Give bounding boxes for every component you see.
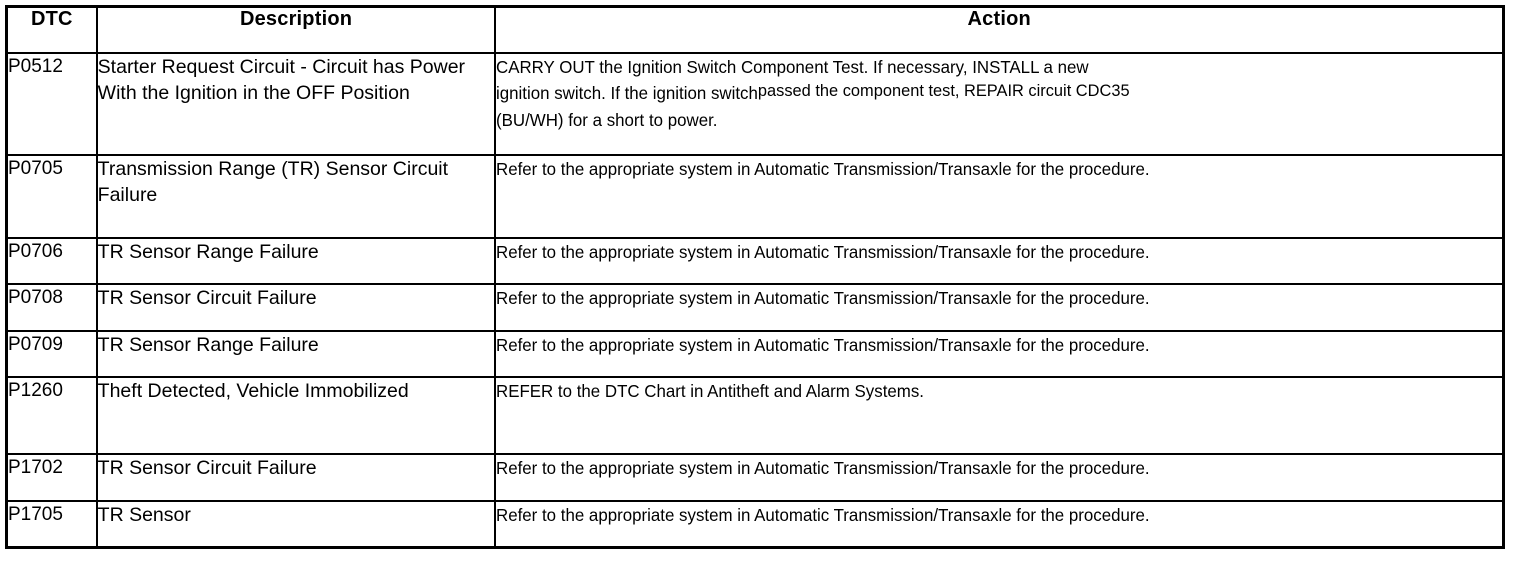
action-line-3: (BU/WH) for a short to power.: [496, 110, 718, 130]
cell-action: Refer to the appropriate system in Autom…: [494, 453, 1505, 502]
table-body: P0512 Starter Request Circuit - Circuit …: [5, 52, 1505, 549]
cell-dtc: P1705: [5, 500, 98, 549]
action-text: Refer to the appropriate system in Autom…: [496, 288, 1151, 308]
column-header-description: Description: [95, 5, 497, 54]
action-text: Refer to the appropriate system in Autom…: [496, 458, 1151, 478]
cell-dtc: P0705: [5, 154, 98, 239]
cell-description: Theft Detected, Vehicle Immobilized: [95, 376, 497, 455]
action-text: CARRY OUT the Ignition Switch Component …: [496, 54, 1466, 133]
action-text: REFER to the DTC Chart in Antitheft and …: [496, 381, 925, 401]
column-header-action: Action: [494, 5, 1505, 54]
dtc-chart-table: DTC Description Action P0512 Starter Req…: [5, 5, 1505, 549]
cell-description: TR Sensor Range Failure: [95, 330, 497, 378]
cell-dtc: P0708: [5, 283, 98, 332]
cell-description: TR Sensor: [95, 500, 497, 549]
action-line-2: ignition switch. If the ignition switchp…: [496, 80, 1466, 107]
cell-action: Refer to the appropriate system in Autom…: [494, 237, 1505, 285]
cell-dtc: P1260: [5, 376, 98, 455]
cell-action: Refer to the appropriate system in Autom…: [494, 283, 1505, 332]
cell-description: TR Sensor Circuit Failure: [95, 453, 497, 502]
cell-dtc: P0709: [5, 330, 98, 378]
cell-description: Transmission Range (TR) Sensor Circuit F…: [95, 154, 497, 239]
cell-description: Starter Request Circuit - Circuit has Po…: [95, 52, 497, 156]
action-text: Refer to the appropriate system in Autom…: [496, 159, 1151, 179]
cell-dtc: P1702: [5, 453, 98, 502]
table-row: P0706 TR Sensor Range Failure Refer to t…: [5, 237, 1505, 285]
table-header-row: DTC Description Action: [5, 5, 1505, 54]
cell-action: Refer to the appropriate system in Autom…: [494, 500, 1505, 549]
cell-description: TR Sensor Circuit Failure: [95, 283, 497, 332]
action-text: Refer to the appropriate system in Autom…: [496, 242, 1151, 262]
table-row: P0709 TR Sensor Range Failure Refer to t…: [5, 330, 1505, 378]
cell-dtc: P0512: [5, 52, 98, 156]
cell-action: Refer to the appropriate system in Autom…: [494, 154, 1505, 239]
cell-action: CARRY OUT the Ignition Switch Component …: [494, 52, 1505, 156]
table-header: DTC Description Action: [5, 5, 1505, 54]
action-line-2-part-a: ignition switch. If the ignition switch: [496, 83, 759, 103]
table-row: P1705 TR Sensor Refer to the appropriate…: [5, 500, 1505, 549]
action-line-2-part-b: passed the component test, REPAIR circui…: [758, 81, 1131, 100]
action-text: Refer to the appropriate system in Autom…: [496, 505, 1151, 525]
table-row: P1260 Theft Detected, Vehicle Immobilize…: [5, 376, 1505, 455]
column-header-dtc: DTC: [5, 5, 98, 54]
action-line-1: CARRY OUT the Ignition Switch Component …: [496, 57, 1090, 77]
cell-description: TR Sensor Range Failure: [95, 237, 497, 285]
table-row: P1702 TR Sensor Circuit Failure Refer to…: [5, 453, 1505, 502]
action-text: Refer to the appropriate system in Autom…: [496, 335, 1151, 355]
cell-dtc: P0706: [5, 237, 98, 285]
table-row: P0512 Starter Request Circuit - Circuit …: [5, 52, 1505, 156]
cell-action: REFER to the DTC Chart in Antitheft and …: [494, 376, 1505, 455]
table-row: P0708 TR Sensor Circuit Failure Refer to…: [5, 283, 1505, 332]
table-row: P0705 Transmission Range (TR) Sensor Cir…: [5, 154, 1505, 239]
cell-action: Refer to the appropriate system in Autom…: [494, 330, 1505, 378]
